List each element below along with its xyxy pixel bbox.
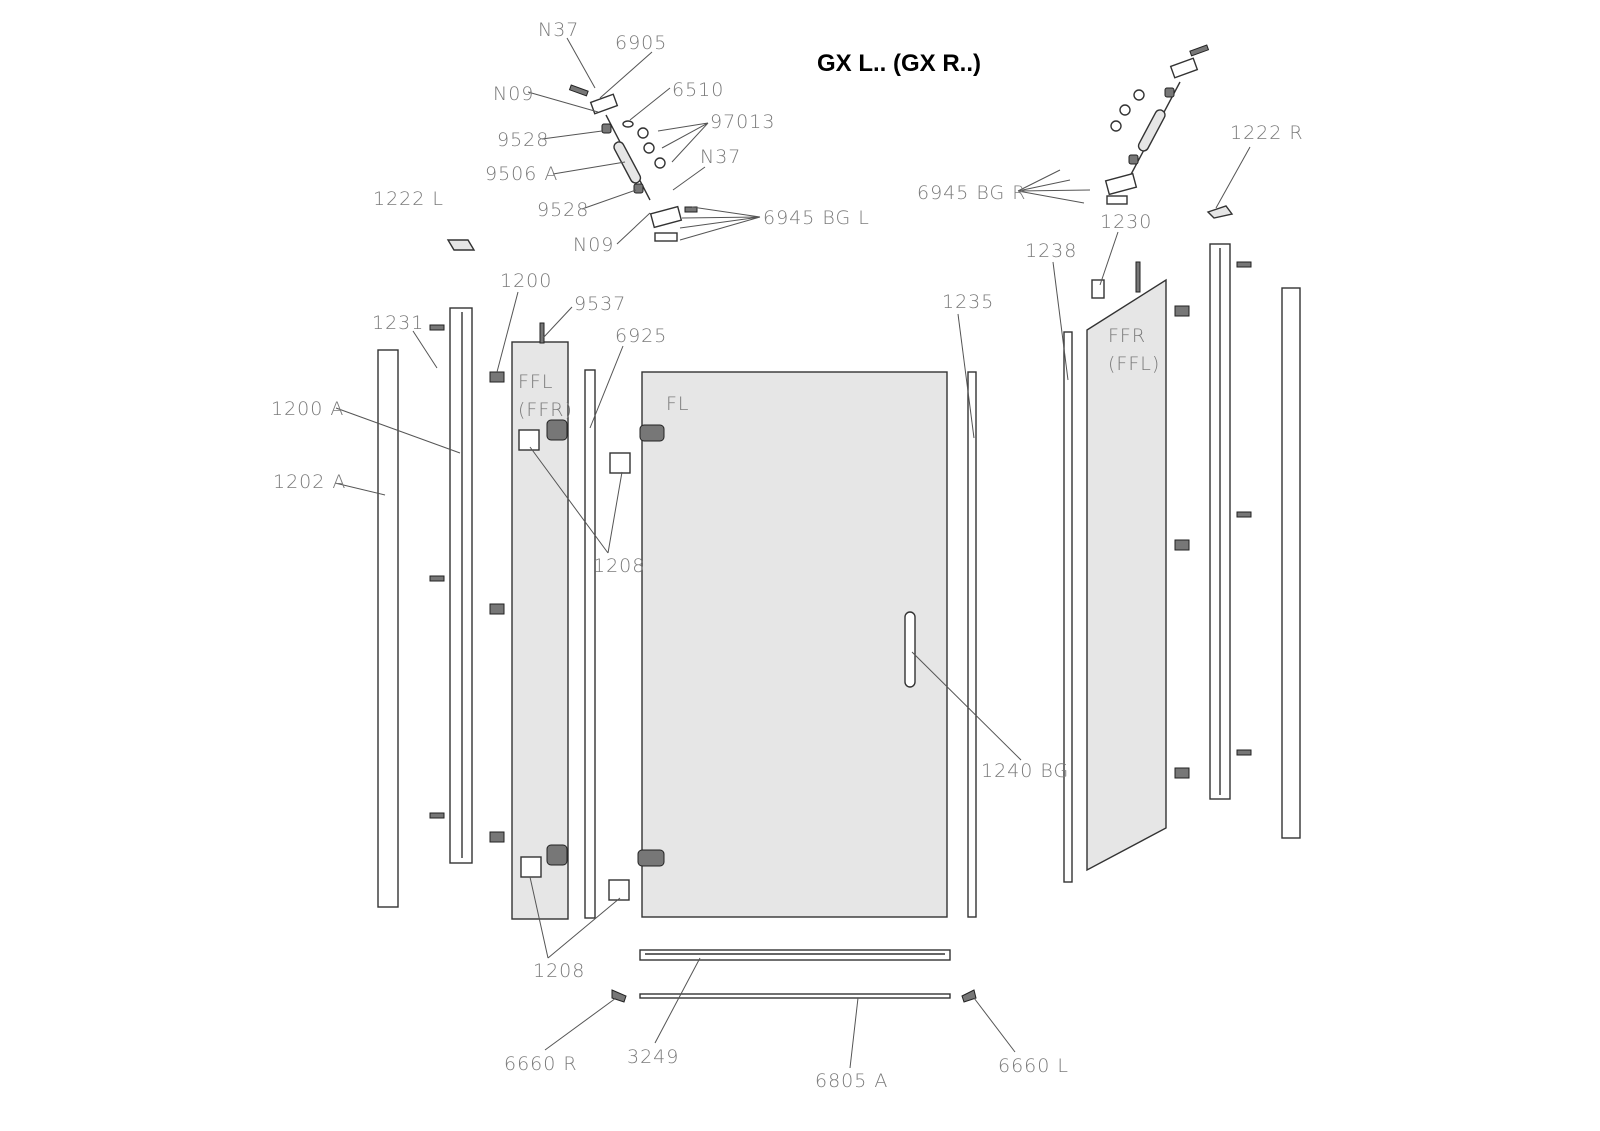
seal-strip-1235: [967, 371, 977, 918]
label-3249: 3249: [627, 1046, 679, 1068]
label-n09: N09: [573, 234, 614, 256]
label-fl: FL: [666, 393, 690, 415]
end-cap-6660r: [611, 989, 627, 1003]
label-6945bgl: 6945 BG L: [763, 207, 870, 229]
label-6660l: 6660 L: [998, 1055, 1069, 1077]
label-n37: N37: [538, 19, 579, 41]
label-1240bg: 1240 BG: [981, 760, 1069, 782]
handle-1240bg: [904, 611, 916, 688]
label-6945bgr: 6945 BG R: [917, 182, 1026, 204]
label-n09: N09: [493, 83, 534, 105]
label-1202a: 1202 A: [273, 471, 346, 493]
label-1200: 1200: [500, 270, 552, 292]
top-left-stabilizer-assembly: [568, 84, 698, 242]
label-1222r: 1222 R: [1230, 122, 1304, 144]
door-panel-fl: [641, 371, 948, 918]
label-9528: 9528: [497, 129, 549, 151]
label-1208: 1208: [593, 555, 645, 577]
label-6805a: 6805 A: [815, 1070, 888, 1092]
label-6510: 6510: [672, 79, 724, 101]
label-ffl: FFL: [518, 371, 553, 393]
fixed-panel-ffr: [1086, 278, 1167, 872]
label-6905: 6905: [615, 32, 667, 54]
profile-right-outer: [1281, 287, 1301, 839]
label-ffr-alt: (FFL): [1108, 353, 1160, 375]
wall-profile-1200a: [449, 307, 473, 864]
cover-cap-1222l: [446, 239, 476, 251]
leader-lines: [334, 37, 1251, 1069]
label-1200a: 1200 A: [271, 398, 344, 420]
bottom-seal-3249: [639, 949, 951, 961]
bottom-strip-6805a: [639, 993, 951, 999]
label-6925: 6925: [615, 325, 667, 347]
seal-strip-1238: [1063, 331, 1073, 883]
label-n37: N37: [700, 146, 741, 168]
label-1231: 1231: [372, 312, 424, 334]
top-right-stabilizer-assembly: [1104, 44, 1210, 205]
cover-cap-1222r: [1206, 205, 1234, 219]
label-1230: 1230: [1100, 211, 1152, 233]
label-1208: 1208: [533, 960, 585, 982]
hardware: [429, 261, 1252, 901]
label-ffr: FFR: [1108, 325, 1146, 347]
part-labels: N37 6905 N09 6510 97013 9528 9506 A N37 …: [271, 19, 1304, 1092]
diagram-title: GX L.. (GX R..): [817, 50, 981, 77]
label-1235: 1235: [942, 291, 994, 313]
label-9528: 9528: [537, 199, 589, 221]
label-1238: 1238: [1025, 240, 1077, 262]
label-1222l: 1222 L: [373, 188, 444, 210]
label-6660r: 6660 R: [504, 1053, 578, 1075]
end-cap-6660l: [961, 989, 977, 1003]
profile-6925: [584, 369, 596, 919]
label-9537: 9537: [574, 293, 626, 315]
label-9506a: 9506 A: [485, 163, 558, 185]
profile-1202a: [377, 349, 399, 908]
label-ffl-alt: (FFR): [518, 399, 573, 421]
label-97013: 97013: [710, 111, 775, 133]
